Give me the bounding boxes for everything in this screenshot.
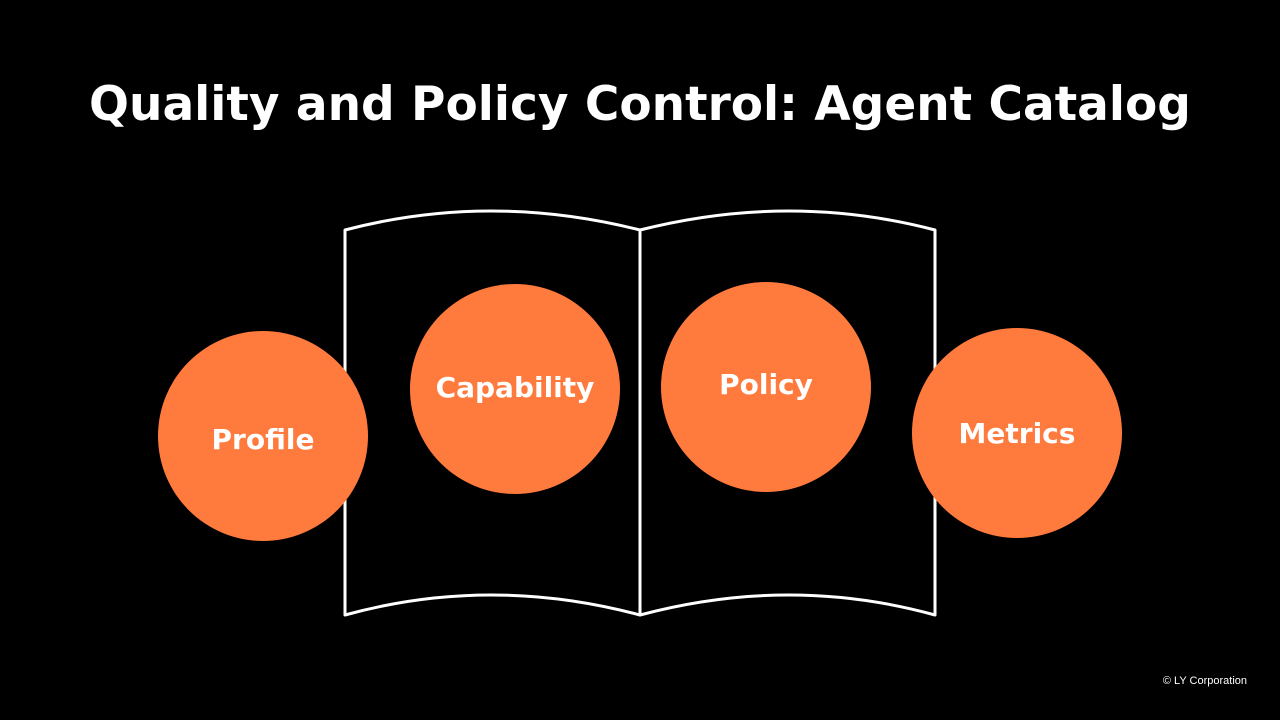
node-profile: Profile [158, 331, 368, 541]
copyright-notice: © LY Corporation [1162, 675, 1247, 687]
node-label: Capability [435, 370, 595, 404]
slide-title: Quality and Policy Control: Agent Catalo… [89, 77, 1191, 132]
node-label: Policy [719, 367, 813, 401]
node-label: Metrics [958, 416, 1076, 450]
node-label: Profile [211, 422, 315, 456]
node-capability: Capability [410, 284, 620, 494]
node-metrics: Metrics [912, 328, 1122, 538]
node-policy: Policy [661, 282, 871, 492]
